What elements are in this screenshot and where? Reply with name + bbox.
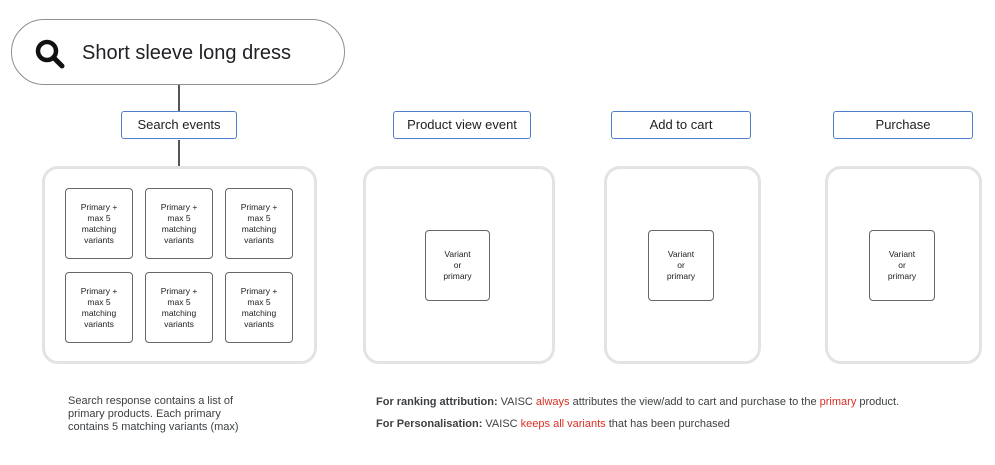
- card-line: max 5: [87, 212, 111, 223]
- connector-line: [178, 85, 180, 111]
- card-line: variants: [84, 318, 114, 329]
- card-line: Primary +: [80, 201, 118, 212]
- card-line: matching: [81, 223, 117, 234]
- card-line: max 5: [87, 296, 111, 307]
- search-query-box[interactable]: Short sleeve long dress: [11, 19, 345, 85]
- card-line: variants: [164, 318, 194, 329]
- card-line: Primary +: [80, 285, 118, 296]
- card-line: or: [677, 260, 685, 270]
- note-label: For Personalisation:: [376, 418, 483, 430]
- ranking-attribution-note: For ranking attribution: VAISC always at…: [376, 395, 899, 409]
- card-line: Variant: [888, 249, 916, 259]
- connector-line: [178, 140, 180, 169]
- note-text: VAISC: [497, 396, 536, 408]
- card-line: Variant: [667, 249, 695, 259]
- card-line: max 5: [167, 212, 191, 223]
- search-icon: [35, 39, 65, 69]
- caption-line: primary products. Each primary: [68, 408, 221, 420]
- note-text: product.: [856, 396, 900, 408]
- card-line: Primary +: [160, 201, 198, 212]
- stage-search-events: Search events: [121, 111, 237, 139]
- card-line: primary: [887, 271, 917, 281]
- card-line: variants: [244, 318, 274, 329]
- note-label: For ranking attribution:: [376, 396, 498, 408]
- card-line: Primary +: [240, 285, 278, 296]
- card-line: matching: [241, 223, 277, 234]
- card-line: variants: [84, 234, 114, 245]
- note-text: attributes the view/add to cart and purc…: [569, 396, 820, 408]
- search-response-caption: Search response contains a list of prima…: [68, 395, 288, 434]
- card-line: matching: [81, 307, 117, 318]
- card-line: max 5: [247, 296, 271, 307]
- note-text: that has been purchased: [605, 418, 730, 430]
- card-line: Primary +: [160, 285, 198, 296]
- card-line: primary: [666, 271, 696, 281]
- card-line: Variant: [444, 249, 471, 259]
- card-line: variants: [164, 234, 194, 245]
- stage-purchase: Purchase: [833, 111, 973, 139]
- card-line: max 5: [167, 296, 191, 307]
- card-line: or: [898, 260, 906, 270]
- note-text: VAISC: [482, 418, 521, 430]
- card-line: primary: [443, 271, 472, 281]
- stage-add-to-cart: Add to cart: [611, 111, 751, 139]
- search-query-text: Short sleeve long dress: [82, 42, 292, 64]
- card-line: max 5: [247, 212, 271, 223]
- caption-line: Search response contains a list of: [68, 395, 234, 407]
- card-line: matching: [161, 307, 197, 318]
- card-line: or: [453, 260, 462, 270]
- card-line: Primary +: [240, 201, 278, 212]
- note-highlight: primary: [819, 396, 857, 408]
- stage-product-view: Product view event: [393, 111, 531, 139]
- note-highlight: always: [535, 396, 570, 408]
- personalisation-note: For Personalisation: VAISC keeps all var…: [376, 417, 730, 431]
- caption-line: contains 5 matching variants (max): [68, 421, 239, 433]
- note-highlight: keeps all variants: [520, 418, 606, 430]
- card-line: matching: [161, 223, 197, 234]
- card-line: matching: [241, 307, 277, 318]
- card-line: variants: [244, 234, 274, 245]
